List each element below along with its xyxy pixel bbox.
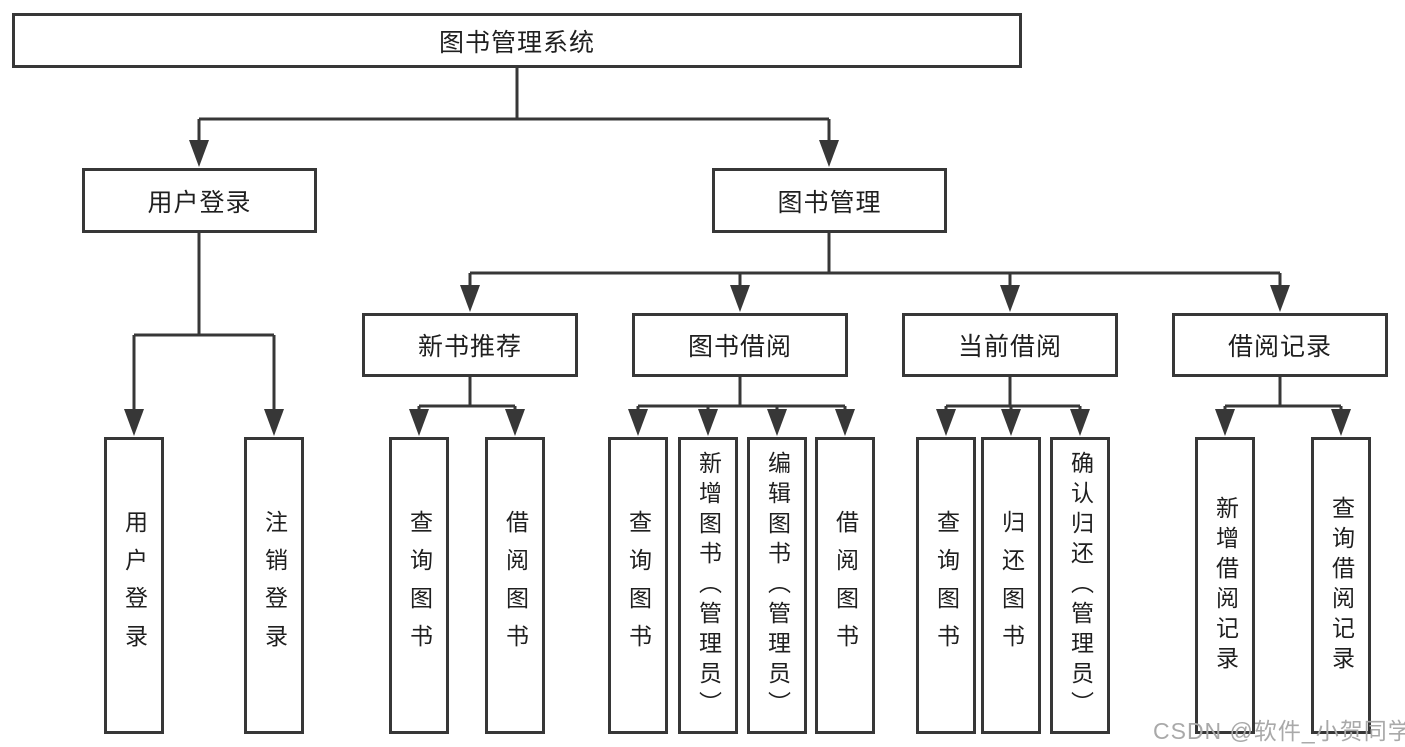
- arrow-down-icon: [505, 409, 525, 436]
- node-current-borrow: 当前借阅: [902, 313, 1118, 377]
- node-current-borrow-label: 当前借阅: [957, 333, 1062, 361]
- leaf-return-book: 归还图书: [981, 437, 1041, 734]
- leaf-add-borrow-record-label: 新增借阅记录: [1212, 495, 1239, 676]
- leaf-confirm-return-admin-label: 确认归还（管理员）: [1067, 450, 1094, 721]
- leaf-query-borrow-record: 查询借阅记录: [1311, 437, 1371, 734]
- node-user-login-label: 用户登录: [147, 188, 252, 217]
- leaf-borrow-books-recommend-label: 借阅图书: [502, 509, 529, 662]
- connector-book-management: [468, 233, 1282, 305]
- leaf-borrow-books-recommend: 借阅图书: [485, 437, 545, 734]
- leaf-query-books-recommend-label: 查询图书: [406, 509, 433, 662]
- node-root: 图书管理系统: [12, 13, 1022, 68]
- node-book-borrow-label: 图书借阅: [687, 333, 792, 361]
- node-root-label: 图书管理系统: [438, 28, 595, 57]
- connector-borrow-records: [1223, 377, 1343, 430]
- leaf-query-books-current-label: 查询图书: [933, 509, 960, 662]
- leaf-add-borrow-record: 新增借阅记录: [1195, 437, 1255, 734]
- leaf-query-books-borrow-label: 查询图书: [625, 509, 652, 662]
- node-book-borrow: 图书借阅: [632, 313, 848, 377]
- leaf-confirm-return-admin: 确认归还（管理员）: [1050, 437, 1110, 734]
- leaf-user-login-label: 用户登录: [121, 509, 148, 662]
- leaf-add-book-admin-label: 新增图书（管理员）: [695, 450, 722, 721]
- arrow-down-icon: [1331, 409, 1351, 436]
- arrow-down-icon: [1215, 409, 1235, 436]
- node-new-book-recommend-label: 新书推荐: [417, 333, 522, 361]
- leaf-query-books-current: 查询图书: [916, 437, 976, 734]
- leaf-add-book-admin: 新增图书（管理员）: [678, 437, 738, 734]
- node-borrow-records: 借阅记录: [1172, 313, 1388, 377]
- connector-user-login: [132, 233, 276, 430]
- leaf-user-login: 用户登录: [104, 437, 164, 734]
- connector-root: [197, 68, 831, 160]
- arrow-down-icon: [1070, 409, 1090, 436]
- arrow-down-icon: [835, 409, 855, 436]
- arrow-down-icon: [264, 409, 284, 436]
- arrow-down-icon: [936, 409, 956, 436]
- connector-new-book: [417, 377, 517, 430]
- node-book-management-label: 图书管理: [777, 188, 882, 217]
- node-borrow-records-label: 借阅记录: [1227, 333, 1332, 361]
- arrowheads: [124, 140, 1351, 436]
- arrow-down-icon: [460, 285, 480, 312]
- arrow-down-icon: [1001, 409, 1021, 436]
- csdn-watermark: CSDN @软件_小贺同学: [1153, 718, 1405, 744]
- arrow-down-icon: [189, 140, 209, 167]
- leaf-edit-book-admin: 编辑图书（管理员）: [747, 437, 807, 734]
- leaf-query-books-recommend: 查询图书: [389, 437, 449, 734]
- leaf-logout-label: 注销登录: [261, 509, 288, 662]
- arrow-down-icon: [1270, 285, 1290, 312]
- connector-book-borrow: [636, 377, 847, 430]
- node-new-book-recommend: 新书推荐: [362, 313, 578, 377]
- leaf-borrow-books-label: 借阅图书: [832, 509, 859, 662]
- arrow-down-icon: [819, 140, 839, 167]
- arrow-down-icon: [409, 409, 429, 436]
- arrow-down-icon: [124, 409, 144, 436]
- node-book-management: 图书管理: [712, 168, 947, 233]
- arrow-down-icon: [1000, 285, 1020, 312]
- arrow-down-icon: [628, 409, 648, 436]
- arrow-down-icon: [698, 409, 718, 436]
- leaf-borrow-books: 借阅图书: [815, 437, 875, 734]
- node-user-login: 用户登录: [82, 168, 317, 233]
- leaf-logout: 注销登录: [244, 437, 304, 734]
- arrow-down-icon: [767, 409, 787, 436]
- leaf-edit-book-admin-label: 编辑图书（管理员）: [764, 450, 791, 721]
- leaf-query-borrow-record-label: 查询借阅记录: [1328, 495, 1355, 676]
- leaf-query-books-borrow: 查询图书: [608, 437, 668, 734]
- leaf-return-book-label: 归还图书: [998, 509, 1025, 662]
- arrow-down-icon: [730, 285, 750, 312]
